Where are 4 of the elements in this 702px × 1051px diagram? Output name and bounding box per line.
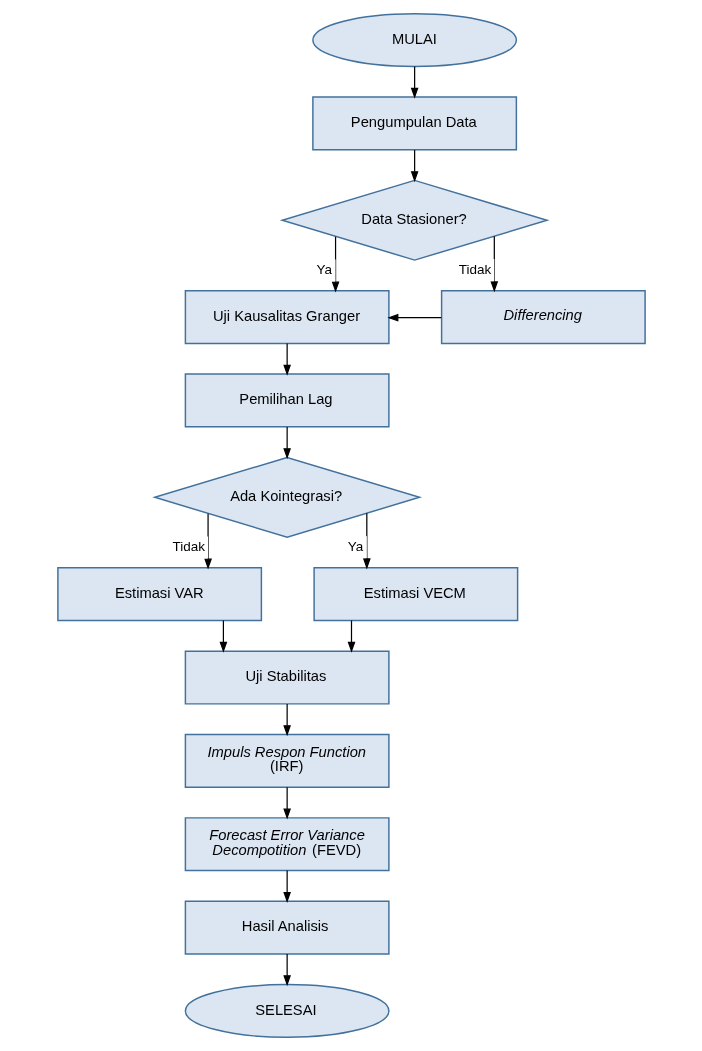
edge-label: Ya bbox=[316, 261, 332, 277]
edge-label: Tidak bbox=[172, 538, 205, 554]
edge-label: Tidak bbox=[458, 261, 491, 277]
edge-label: Ya bbox=[347, 538, 363, 554]
